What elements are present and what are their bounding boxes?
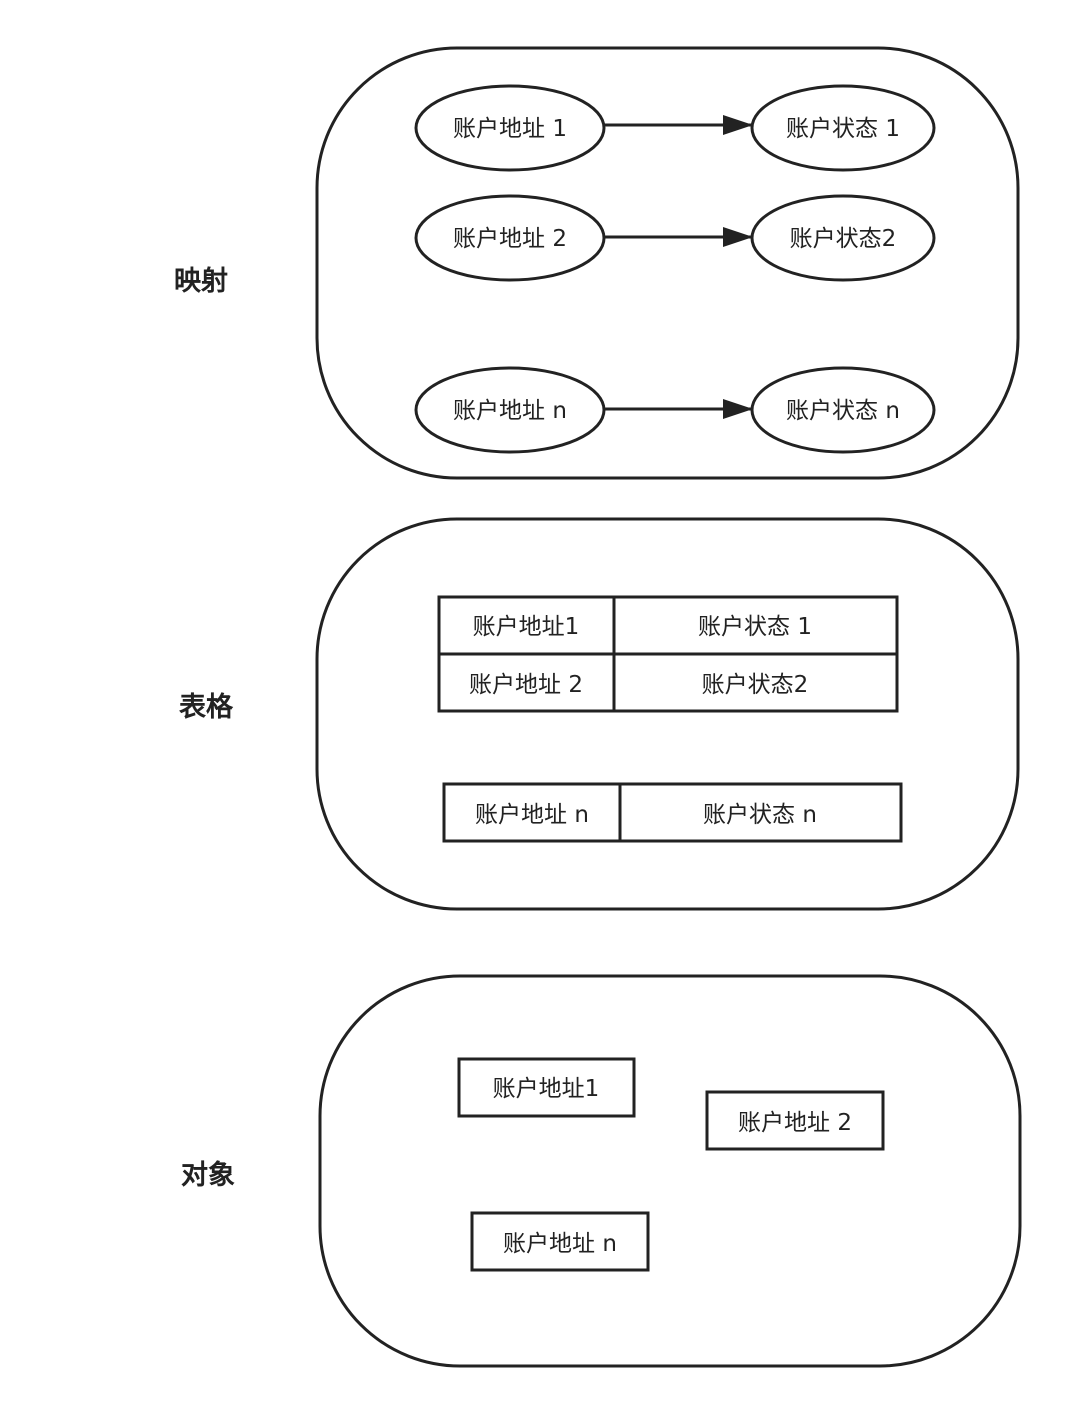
table-address-label-1: 账户地址1 (473, 614, 580, 640)
mapping-pair-n: 账户地址 n 账户状态 n (414, 366, 936, 454)
address-label-2: 账户地址 2 (453, 226, 567, 252)
object-box-1[interactable] (457, 1057, 636, 1118)
object-label-1: 账户地址1 (493, 1076, 600, 1102)
address-ellipse-1[interactable] (414, 84, 606, 172)
table-section: 表格 账户地址1 账户状态 1 账户地址 2 账户状态2 账户地址 n 账户状态… (179, 517, 1020, 911)
table-state-cell-n[interactable] (618, 782, 903, 843)
address-label-1: 账户地址 1 (453, 116, 567, 142)
table-state-label-n: 账户状态 n (703, 802, 817, 828)
state-ellipse-2[interactable] (750, 194, 936, 282)
table-state-cell-1[interactable] (612, 595, 899, 656)
object-section: 对象 账户地址1 账户地址 2 账户地址 n (181, 974, 1022, 1368)
mapping-title: 映射 (174, 266, 228, 297)
address-label-n: 账户地址 n (453, 398, 567, 424)
table-state-cell-2[interactable] (612, 652, 899, 713)
table-row-1: 账户地址1 账户状态 1 (437, 595, 899, 656)
table-address-cell-1[interactable] (437, 595, 616, 656)
table-state-label-1: 账户状态 1 (698, 614, 812, 640)
state-label-1: 账户状态 1 (786, 116, 900, 142)
table-row-2: 账户地址 2 账户状态2 (437, 652, 899, 713)
state-ellipse-n[interactable] (750, 366, 936, 454)
table-address-label-2: 账户地址 2 (469, 672, 583, 698)
mapping-section: 映射 账户地址 1 账户状态 1 账户地址 2 账户状态2 账户地址 n 账户状… (174, 46, 1020, 480)
object-box-2[interactable] (705, 1090, 885, 1151)
table-title: 表格 (179, 692, 234, 723)
object-label-n: 账户地址 n (503, 1231, 617, 1257)
state-label-n: 账户状态 n (786, 398, 900, 424)
table-address-label-n: 账户地址 n (475, 802, 589, 828)
table-row-n: 账户地址 n 账户状态 n (442, 782, 903, 843)
table-address-cell-2[interactable] (437, 652, 616, 713)
object-box-n[interactable] (470, 1211, 650, 1272)
object-container (318, 974, 1022, 1368)
table-state-label-2: 账户状态2 (702, 672, 809, 698)
state-label-2: 账户状态2 (790, 226, 897, 252)
mapping-pair-2: 账户地址 2 账户状态2 (414, 194, 936, 282)
table-address-cell-n[interactable] (442, 782, 622, 843)
state-ellipse-1[interactable] (750, 84, 936, 172)
table-container (315, 517, 1020, 911)
object-label-2: 账户地址 2 (738, 1110, 852, 1136)
mapping-pair-1: 账户地址 1 账户状态 1 (414, 84, 936, 172)
object-title: 对象 (181, 1159, 235, 1191)
mapping-container (315, 46, 1020, 480)
